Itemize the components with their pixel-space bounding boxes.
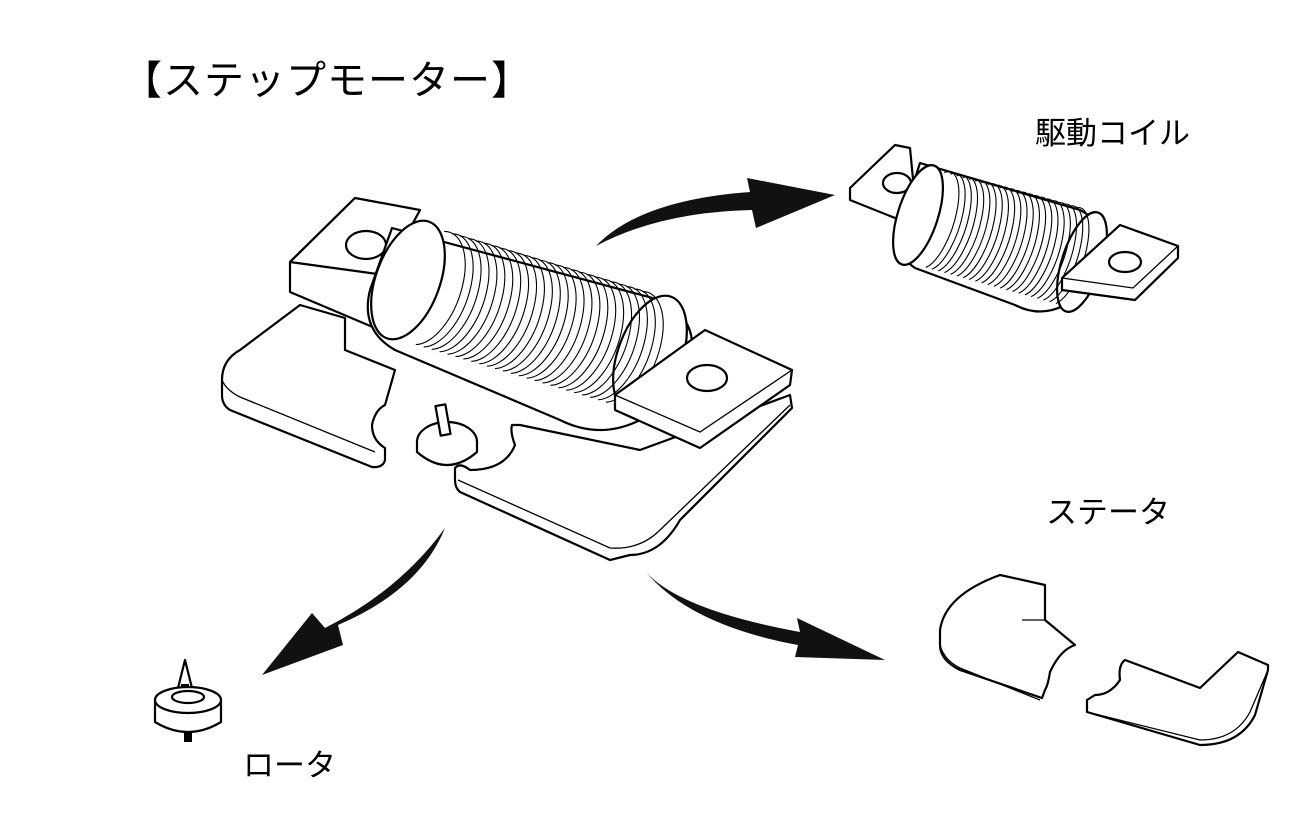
winding-turn: [542, 269, 593, 384]
winding-turn: [455, 242, 506, 358]
winding-turn: [534, 266, 585, 382]
rotor-illustration: [153, 658, 223, 742]
winding-turn: [590, 283, 640, 398]
winding-turn: [431, 235, 482, 350]
winding-turn: [415, 230, 466, 346]
drive-coil-illustration: [848, 143, 1180, 313]
winding-turn: [558, 274, 609, 389]
winding-turn: [550, 271, 601, 386]
winding-turn: [423, 233, 474, 348]
arrow-to-drive-coil: [596, 178, 835, 246]
winding-turn: [597, 286, 648, 401]
winding-turn: [1055, 207, 1090, 305]
winding-turn: [479, 250, 530, 365]
assembly-rotor: [415, 403, 479, 466]
assembly-coil-tab-right: [613, 328, 794, 450]
rotor-label: ロータ: [243, 748, 336, 784]
winding-turn: [439, 238, 490, 353]
stator-illustration: [938, 573, 1270, 747]
winding-turn: [518, 262, 569, 377]
assembly-stator-left: [220, 303, 397, 469]
winding-turn: [566, 276, 617, 391]
arrow-to-rotor: [262, 528, 445, 675]
coil-windings: [925, 171, 1090, 305]
arrow-to-stator: [646, 572, 885, 660]
winding-turn: [494, 254, 545, 370]
winding-turn: [582, 281, 632, 396]
winding-turn: [574, 278, 625, 394]
winding-turn: [510, 259, 561, 374]
winding-turn: [502, 257, 553, 372]
stepper-motor-assembly: [220, 196, 794, 562]
winding-turn: [471, 247, 522, 362]
winding-turn: [463, 245, 514, 360]
drive-coil-label: 駆動コイル: [1035, 116, 1190, 152]
winding-turn: [526, 264, 577, 379]
stator-label: ステータ: [1046, 495, 1170, 531]
winding-turn: [487, 252, 537, 367]
diagram-title: 【ステップモーター】: [122, 58, 532, 104]
winding-turn: [447, 240, 498, 355]
